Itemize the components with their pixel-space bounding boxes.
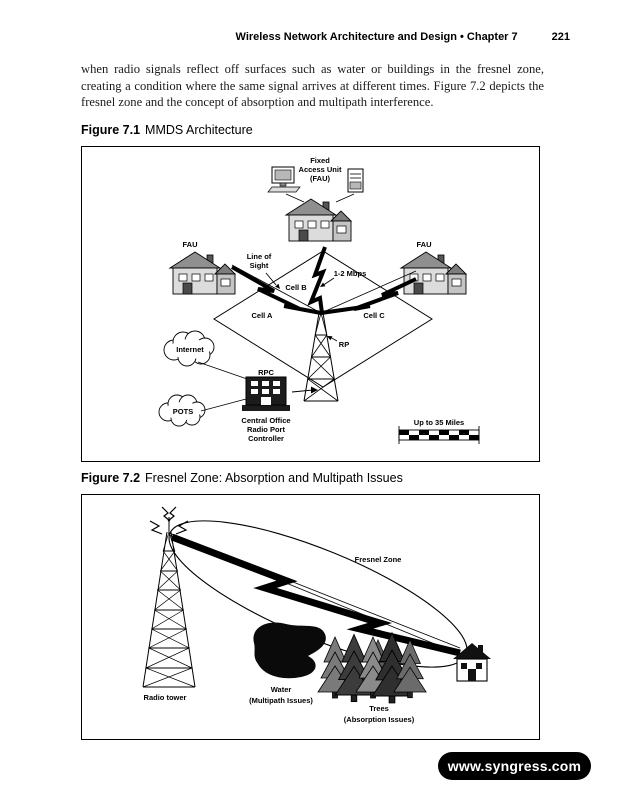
cell-b-label: Cell B	[285, 283, 307, 292]
publisher-url: www.syngress.com	[447, 758, 582, 774]
central-office-label: Central Office	[241, 416, 290, 425]
arrowhead	[275, 283, 280, 289]
cell-c-label: Cell C	[363, 311, 385, 320]
figure2-caption: Figure 7.2 Fresnel Zone: Absorption and M…	[81, 471, 403, 485]
fau-device-icon	[347, 168, 364, 193]
connector-line	[200, 398, 247, 412]
fixed-access-unit-label: (FAU)	[310, 174, 330, 183]
figure1-caption: Figure 7.1 MMDS Architecture	[81, 123, 253, 137]
water-label: Water	[271, 685, 292, 694]
scale-bar	[398, 426, 480, 444]
figure2-diagram: Fresnel Zone	[142, 506, 491, 724]
connector-line	[197, 361, 251, 381]
house-icon	[169, 251, 236, 295]
running-header: Wireless Network Architecture and Design…	[81, 31, 570, 43]
lightning-bolt	[307, 246, 327, 314]
line-of-sight-line	[320, 270, 417, 314]
annotation-arrow	[291, 389, 314, 393]
figure1-caption-label: Figure 7.1	[81, 123, 141, 137]
annotation-arrow	[265, 272, 277, 286]
figure1-caption-title: MMDS Architecture	[145, 123, 253, 137]
house-icon	[453, 643, 491, 682]
scale-label: Up to 35 Miles	[414, 418, 464, 427]
radio-tower-icon	[142, 517, 196, 688]
fau-left-label: FAU	[183, 240, 198, 249]
figure2-frame: Fresnel Zone	[81, 494, 540, 740]
central-office-label: Radio Port	[247, 425, 285, 434]
line-of-sight-label: Sight	[250, 261, 269, 270]
body-paragraph: when radio signals reflect off surfaces …	[81, 62, 544, 109]
line-of-sight-line	[231, 264, 322, 314]
cell-a-label: Cell A	[252, 311, 274, 320]
lightning-bolt	[320, 277, 417, 315]
connector-line	[285, 193, 305, 203]
internet-cloud: Internet	[163, 330, 215, 367]
fresnel-zone-ellipse	[168, 520, 468, 668]
lightning-bolt	[231, 265, 322, 315]
fau-right-label: FAU	[417, 240, 432, 249]
figure1-frame: Fixed Access Unit (FAU) FAU FAU Cell B C…	[81, 146, 540, 462]
line-of-sight-label: Line of	[247, 252, 272, 261]
rp-label: RP	[339, 340, 349, 349]
figure2-caption-label: Figure 7.2	[81, 471, 141, 485]
signal-sparks-icon	[149, 506, 189, 535]
lightning-bolt	[170, 533, 461, 657]
internet-label: Internet	[176, 345, 204, 354]
bandwidth-label: 1-2 Mbps	[334, 269, 367, 278]
water-label: (Multipath Issues)	[249, 696, 313, 705]
connector-line	[335, 193, 355, 203]
radio-tower-label: Radio tower	[144, 693, 187, 702]
rpc-label: RPC	[258, 368, 274, 377]
fresnel-zone-label: Fresnel Zone	[355, 555, 402, 564]
rp-tower-icon	[303, 312, 339, 402]
figure1-diagram: Fixed Access Unit (FAU) FAU FAU Cell B C…	[158, 156, 480, 444]
central-office-building-icon	[242, 376, 290, 411]
water-shape	[253, 622, 326, 679]
computer-icon	[267, 166, 301, 193]
house-icon	[285, 198, 352, 242]
pots-label: POTS	[173, 407, 193, 416]
arrowhead	[327, 336, 333, 341]
arrowhead	[320, 282, 326, 287]
arrowhead	[311, 386, 318, 394]
trees-label: Trees	[369, 704, 389, 713]
fixed-access-unit-label: Access Unit	[299, 165, 342, 174]
page-number: 221	[551, 31, 570, 43]
header-title: Wireless Network Architecture and Design…	[235, 31, 518, 43]
pots-cloud: POTS	[158, 394, 206, 427]
figure2-caption-title: Fresnel Zone: Absorption and Multipath I…	[145, 471, 403, 485]
central-office-label: Controller	[248, 434, 284, 443]
fixed-access-unit-label: Fixed	[310, 156, 330, 165]
trees-label: (Absorption Issues)	[344, 715, 415, 724]
publisher-badge: www.syngress.com	[438, 752, 591, 780]
